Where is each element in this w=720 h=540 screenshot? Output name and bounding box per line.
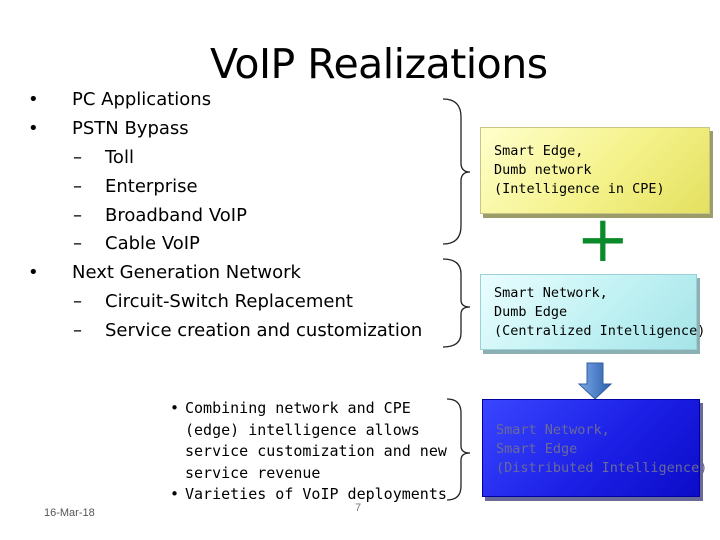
sub-item-cable-voip: – Cable VoIP xyxy=(73,233,200,254)
dash-marker: – xyxy=(73,147,82,168)
sub-item-broadband-voip: – Broadband VoIP xyxy=(73,205,247,226)
sub-item-service-creation: – Service creation and customization xyxy=(73,320,423,341)
box-smart-network-dumb-edge: Smart Network, Dumb Edge (Centralized In… xyxy=(480,274,705,350)
dash-marker: – xyxy=(73,320,82,341)
bullet-marker: • xyxy=(170,399,180,417)
bottom-bullets: • Combining network and CPE (edge) intel… xyxy=(170,398,447,506)
sub-item-toll: – Toll xyxy=(73,147,134,168)
box-smart-edge-dumb-network: Smart Edge, Dumb network (Intelligence i… xyxy=(480,127,710,214)
dash-marker: – xyxy=(73,233,82,254)
plus-icon: + xyxy=(576,203,630,277)
bullet-marker: • xyxy=(28,89,39,110)
dash-marker: – xyxy=(73,176,82,197)
bracket-pstn-group xyxy=(442,98,471,245)
dash-marker: – xyxy=(73,205,82,226)
footer-date: 16-Mar-18 xyxy=(44,507,95,519)
bullet-marker: • xyxy=(170,485,180,503)
sub-item-circuit-switch: – Circuit-Switch Replacement xyxy=(73,291,353,312)
bullet-pstn-bypass: • PSTN Bypass xyxy=(28,118,189,139)
page-number: 7 xyxy=(355,502,362,514)
down-arrow-icon xyxy=(577,362,613,400)
slide-title: VoIP Realizations xyxy=(210,40,548,88)
bullet-marker: • xyxy=(28,262,39,283)
bullet-marker: • xyxy=(28,118,39,139)
bracket-bottom-group xyxy=(446,398,471,501)
bullet-next-generation-network: • Next Generation Network xyxy=(28,262,301,283)
box-smart-network-smart-edge: Smart Network, Smart Edge (Distributed I… xyxy=(482,399,707,497)
dash-marker: – xyxy=(73,291,82,312)
bullet-pc-applications: • PC Applications xyxy=(28,89,212,110)
bracket-ngn-group xyxy=(442,258,471,348)
sub-item-enterprise: – Enterprise xyxy=(73,176,198,197)
bottom-bullet-varieties: • Varieties of VoIP deployments xyxy=(170,484,447,506)
bottom-bullet-combining: • Combining network and CPE (edge) intel… xyxy=(170,399,447,482)
